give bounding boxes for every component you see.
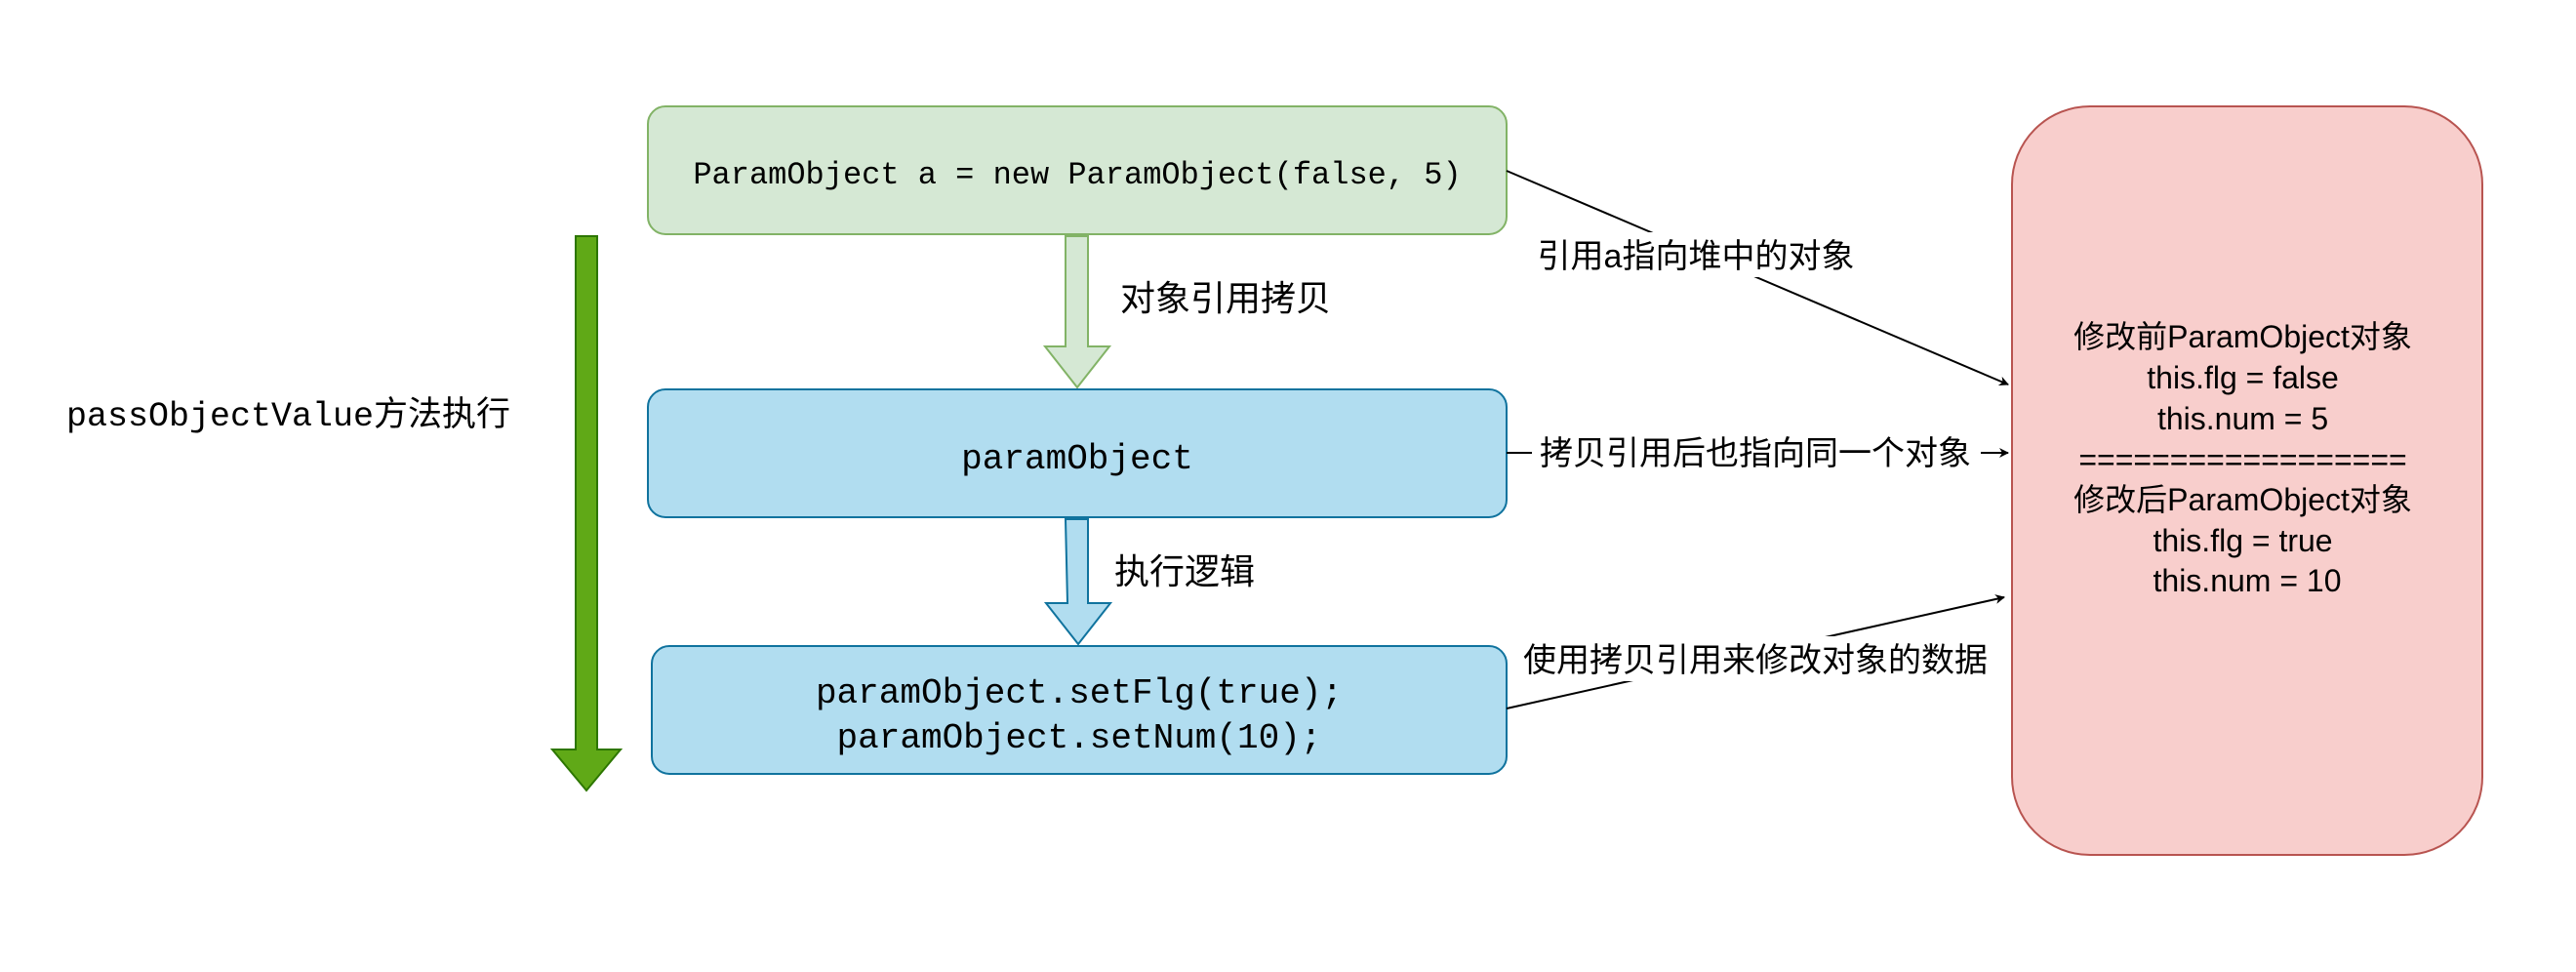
- heap-line-separator: ==================: [2078, 442, 2406, 477]
- heap-line-before-title: 修改前ParamObject对象: [2073, 319, 2412, 354]
- reference-a-box: [647, 105, 1508, 235]
- set-num-call: paramObject.setNum(10);: [837, 718, 1322, 758]
- ref-a-label: 引用a指向堆中的对象: [1538, 238, 1855, 275]
- copy-ref-label-bg: [1532, 431, 1981, 474]
- param-object-text: paramObject: [961, 439, 1193, 479]
- heap-object-box: [2011, 105, 2483, 856]
- modify-label-bg: [1512, 636, 1998, 681]
- modify-label: 使用拷贝引用来修改对象的数据: [1523, 642, 1988, 679]
- heap-line-after-num: this.num = 10: [2153, 563, 2342, 598]
- execute-logic-arrow: [1043, 518, 1113, 646]
- ref-a-connector: [1506, 170, 2009, 386]
- execution-timeline-arrow: [549, 235, 624, 792]
- copy-ref-label: 拷贝引用后也指向同一个对象: [1540, 435, 1971, 472]
- heap-object-text: 修改前ParamObject对象 this.flg = false this.n…: [2073, 319, 2421, 598]
- reference-copy-label: 对象引用拷贝: [1120, 278, 1331, 318]
- heap-line-before-num: this.num = 5: [2157, 401, 2328, 436]
- reference-copy-arrow: [1042, 235, 1112, 389]
- execute-logic-label: 执行逻辑: [1114, 551, 1255, 591]
- ref-a-label-bg: [1530, 232, 1862, 277]
- heap-line-after-title: 修改后ParamObject对象: [2073, 482, 2412, 517]
- method-execution-label: passObjectValue方法执行: [66, 395, 510, 436]
- set-flg-call: paramObject.setFlg(true);: [816, 673, 1343, 713]
- reference-a-text: ParamObject a = new ParamObject(false, 5…: [693, 157, 1461, 193]
- modify-logic-box: [651, 645, 1508, 775]
- heap-line-after-flg: this.flg = true: [2153, 523, 2333, 558]
- heap-line-before-flg: this.flg = false: [2147, 360, 2339, 395]
